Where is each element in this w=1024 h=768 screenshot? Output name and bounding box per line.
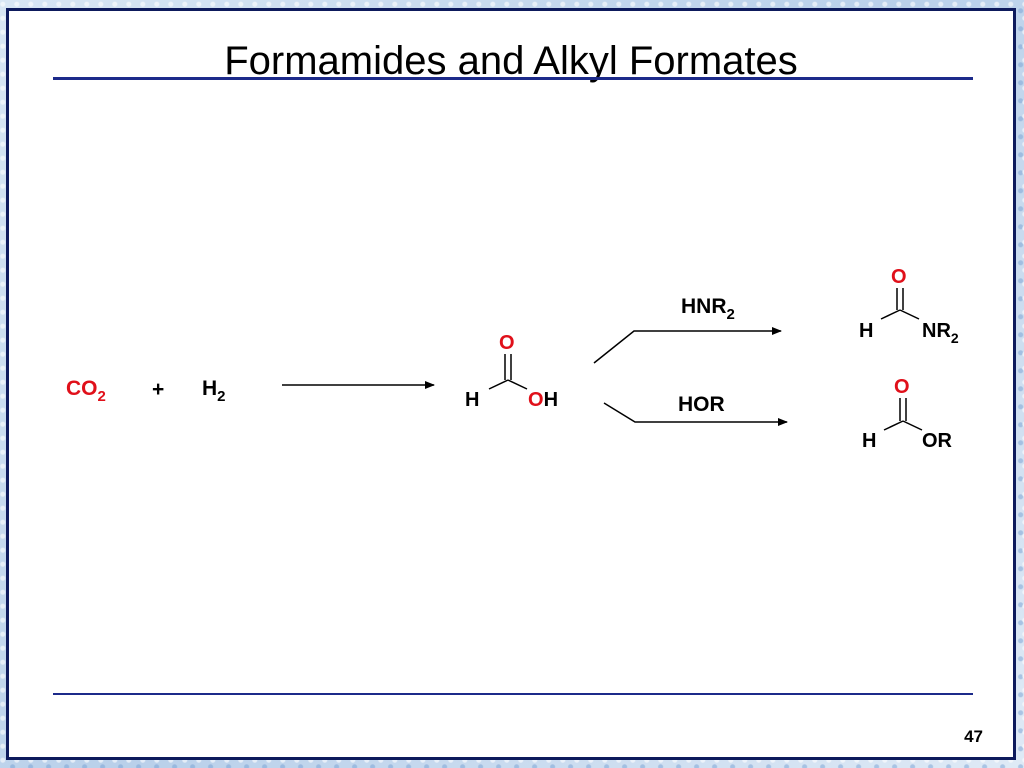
formate-carbonyl-o: O bbox=[894, 376, 910, 398]
formic-acid-structure: O H OH bbox=[465, 332, 558, 411]
title-underline bbox=[53, 77, 973, 80]
upper-branch-arrow bbox=[593, 327, 782, 364]
formate-h: H bbox=[862, 430, 876, 452]
formic-acid-carbonyl-o: O bbox=[499, 332, 515, 354]
slide-title: Formamides and Alkyl Formates bbox=[224, 39, 798, 83]
formamide-bond-left bbox=[880, 309, 901, 320]
page-number: 47 bbox=[964, 727, 983, 746]
alkyl-formate-structure: O H OR bbox=[862, 376, 953, 452]
formamide-nr2: NR2 bbox=[922, 320, 959, 346]
footer-rule bbox=[53, 693, 973, 695]
formic-acid-h-left: H bbox=[465, 389, 479, 411]
formic-acid-bond-right bbox=[507, 379, 528, 390]
upper-reagent-hnr2: HNR2 bbox=[681, 295, 735, 323]
formate-bond-right bbox=[902, 420, 923, 431]
formic-acid-oh: OH bbox=[528, 389, 558, 411]
formate-bond-left bbox=[883, 420, 904, 431]
reactant-h2: H2 bbox=[202, 377, 226, 405]
reaction-scheme: CO2 + H2 O H OH HNR2 HOR O bbox=[66, 266, 959, 452]
slide: Formamides and Alkyl Formates CO2 + H2 O… bbox=[6, 8, 1016, 760]
formamide-bond-right bbox=[899, 309, 920, 320]
plus-sign: + bbox=[152, 378, 164, 401]
lower-reagent-hor: HOR bbox=[678, 393, 725, 416]
formic-acid-bond-left bbox=[488, 379, 509, 390]
formamide-structure: O H NR2 bbox=[859, 266, 959, 346]
formamide-h: H bbox=[859, 320, 873, 342]
formamide-carbonyl-o: O bbox=[891, 266, 907, 288]
reactant-co2: CO2 bbox=[66, 377, 106, 405]
formate-or: OR bbox=[922, 430, 953, 452]
lower-branch-arrow bbox=[603, 402, 788, 426]
